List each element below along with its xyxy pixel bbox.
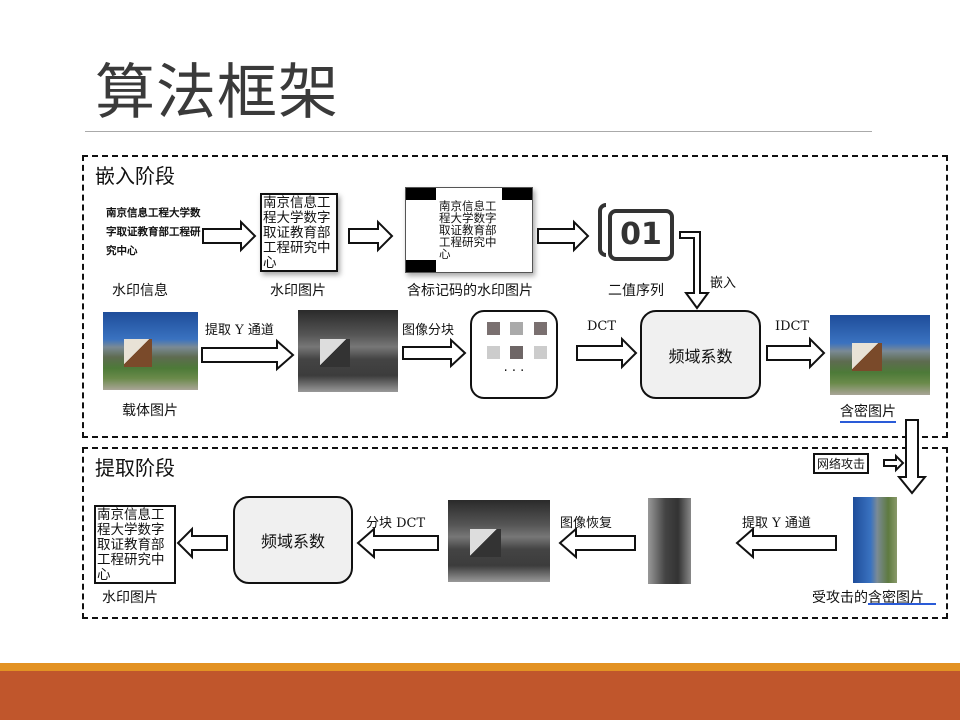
arrow-right-icon: [537, 219, 590, 253]
label-binary-sequence: 二值序列: [608, 283, 664, 299]
arrow-right-icon: [201, 338, 295, 372]
carrier-image: [103, 312, 198, 390]
arrow-down-icon: [896, 419, 928, 495]
footer-bar: [0, 671, 960, 720]
attacked-stego-image: [853, 497, 897, 583]
step-block-dct: 分块 DCT: [366, 516, 426, 531]
arrow-left-icon: [558, 526, 636, 560]
step-blocking: 图像分块: [402, 323, 455, 338]
extract-stage-label: 提取阶段: [95, 456, 175, 480]
attacked-y-channel-image: [648, 498, 691, 584]
embed-stage-box: [82, 155, 948, 438]
binary-sequence-icon: 01: [598, 203, 678, 263]
label-extracted-watermark: 水印图片: [102, 590, 158, 606]
stego-image: [830, 315, 930, 395]
step-restore: 图像恢复: [560, 516, 613, 531]
label-stego-image: 含密图片: [840, 401, 896, 423]
y-channel-image: [298, 310, 398, 392]
extracted-watermark-image: 南京信息工程大学数字取证教育部工程研究中心: [94, 505, 176, 584]
step-idct: IDCT: [775, 319, 810, 334]
frequency-coefficients-box: 频域系数: [640, 310, 761, 399]
step-extract-y-2: 提取 Y 通道: [742, 516, 811, 531]
marked-watermark-text: 南京信息工程大学数字取证教育部工程研究中心: [439, 199, 497, 261]
arrow-left-icon: [176, 526, 228, 560]
arrow-left-icon: [356, 526, 439, 560]
arrow-right-icon: [883, 453, 905, 473]
step-embed: 嵌入: [710, 276, 737, 291]
step-extract-y: 提取 Y 通道: [205, 323, 274, 338]
marked-watermark-image: 南京信息工程大学数字取证教育部工程研究中心: [405, 187, 533, 273]
footer-accent-strip: [0, 663, 960, 671]
step-dct: DCT: [587, 319, 617, 334]
image-blocks: · · ·: [470, 310, 558, 399]
arrow-down-icon: [679, 231, 710, 310]
network-attack-label: 网络攻击: [813, 453, 870, 474]
arrow-left-icon: [735, 526, 837, 560]
arrow-right-icon: [576, 336, 638, 370]
arrow-right-icon: [766, 336, 826, 370]
label-carrier-image: 载体图片: [122, 403, 178, 419]
extract-frequency-box: 频域系数: [233, 496, 353, 584]
title-divider: [85, 131, 872, 132]
label-watermark-info: 水印信息: [112, 283, 168, 299]
watermark-image: 南京信息工程大学数字取证教育部工程研究中心: [260, 193, 338, 272]
slide-title: 算法框架: [95, 58, 339, 128]
label-marked-watermark: 含标记码的水印图片: [407, 283, 533, 299]
embed-stage-label: 嵌入阶段: [95, 164, 175, 188]
extract-stage-box: [82, 447, 948, 619]
label-attacked-image: 受攻击的含密图片: [812, 590, 924, 606]
attacked-label-underline: [868, 603, 936, 605]
arrow-right-icon: [348, 219, 394, 253]
label-watermark-image: 水印图片: [270, 283, 326, 299]
arrow-right-icon: [202, 219, 257, 253]
arrow-right-icon: [402, 337, 467, 369]
restored-image: [448, 500, 550, 582]
watermark-text: 南京信息工程大学数字取证教育部工程研究中心: [106, 207, 201, 257]
